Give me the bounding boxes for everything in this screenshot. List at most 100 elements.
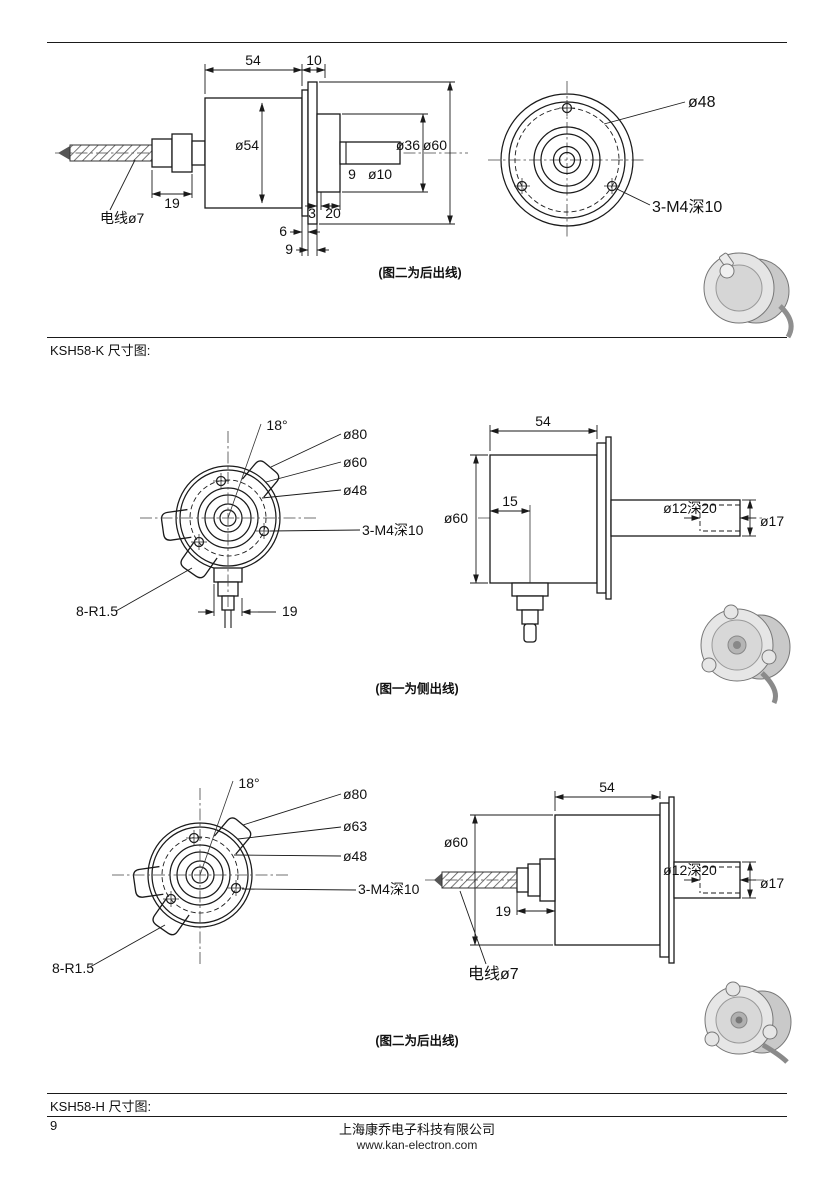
label-cable-dia7: 电线ø7 [100,210,145,226]
fig1-front-view [488,81,686,239]
dim-6: 6 [279,223,287,239]
dim-dia60-side: ø60 [444,510,468,526]
dim-dia60: ø60 [444,834,468,850]
dim-9: 9 [285,241,293,257]
dim-bore: ø12深20 [663,862,717,878]
top-rule [47,42,787,43]
dim-dia60: ø60 [343,454,367,470]
cable-gland-stub [516,867,529,893]
mounting-screw [163,891,179,907]
cable [441,871,518,889]
footer-divider-rule-1 [47,1093,787,1094]
mounting-screw [256,523,272,539]
dim-dia60: ø60 [423,137,447,153]
fig1-caption: (图二为后出线) [378,265,461,280]
label-cable-dia7: 电线ø7 [468,965,519,983]
cable-stub [523,623,537,643]
encoder-body [554,814,661,946]
dim-angle-18: 18° [238,775,259,791]
label-tab-radius: 8-R1.5 [76,603,118,619]
cable-gland-nut [516,595,544,611]
hollow-shaft [610,499,741,537]
mounting-screw [186,830,202,846]
fig3-front-view [89,780,357,968]
fig1-product-photo [703,252,794,339]
section-divider-rule [47,337,787,338]
boss [316,113,341,193]
cable-gland [527,863,541,897]
page-number: 9 [50,1118,58,1133]
cable-gland-stub [521,609,539,625]
dim-dia17: ø17 [760,513,784,529]
dim-step-9: 9 [348,166,356,182]
cable-tip [434,873,442,887]
fig1-dimension-lines [109,64,455,256]
dim-dia10: ø10 [368,166,392,182]
fig1-side-view [55,81,468,225]
fig3-caption: (图二为后出线) [375,1033,458,1048]
cable [69,144,153,162]
clamp-tab [241,460,280,498]
mounting-screw [604,178,620,194]
figure-1-rear-exit-drawing: 54 10 ø54 ø36 ø60 9 ø10 3 20 6 9 19 电线ø7 [55,52,794,339]
dim-dia80: ø80 [343,426,367,442]
mounting-screw [559,100,575,116]
dim-angle-18: 18° [266,417,287,433]
dim-19: 19 [282,603,298,619]
cable-tip [58,146,70,160]
cable-gland-stub [191,140,206,166]
flange-plate-2 [605,436,612,600]
footer-divider-rule-2 [47,1116,787,1117]
company-website: www.kan-electron.com [356,1138,478,1152]
dim-19: 19 [495,903,511,919]
mounting-screw [514,178,530,194]
mounting-screw [228,880,244,896]
dim-dia36: ø36 [396,137,420,153]
dim-54: 54 [599,779,615,795]
shaft [339,141,401,165]
mounting-screw [213,473,229,489]
dim-3: 3 [308,205,316,221]
section-label-ksh58-k: KSH58-K 尺寸图: [50,343,151,358]
figure-3-rear-exit-drawing: 18° ø80 ø63 ø48 3-M4深10 8-R1.5 [52,775,792,1064]
fig3-side-view [425,791,764,965]
flange-plate-1 [301,89,309,217]
fig2-side-view [470,425,764,643]
figure-2-side-exit-drawing: 18° ø80 ø60 ø48 3-M4深10 8-R1.5 19 [76,413,791,705]
label-tab-radius: 8-R1.5 [52,960,94,976]
dim-20: 20 [325,205,341,221]
dim-dia80: ø80 [343,786,367,802]
cable-gland [511,582,549,597]
cable-gland [151,138,173,168]
section-label-ksh58-h: KSH58-H 尺寸图: [50,1099,152,1114]
dim-dia54: ø54 [235,137,259,153]
dim-54: 54 [245,52,261,68]
cable-gland-nut [171,133,193,173]
encoder-body [204,97,303,209]
clamp-tab [152,898,190,936]
label-screw-spec: 3-M4深10 [358,881,420,897]
dim-10: 10 [306,52,322,68]
dim-bore: ø12深20 [663,500,717,516]
dim-19: 19 [164,195,180,211]
clamp-tab [213,817,252,855]
dim-dia48: ø48 [688,94,716,111]
dim-dia48: ø48 [343,482,367,498]
flange-plate-2 [307,81,318,225]
dim-dia48: ø48 [343,848,367,864]
label-screw-spec: 3-M4深10 [652,198,722,216]
flange-plate-1 [596,442,607,594]
cable-gland-nut [539,858,556,902]
flange-plate-2 [668,796,675,964]
dim-15: 15 [502,493,518,509]
fig2-product-photo [700,604,791,705]
company-name: 上海康乔电子科技有限公司 [338,1122,495,1137]
fig2-caption: (图一为侧出线) [375,681,458,696]
fig2-front-view [115,423,361,628]
fig3-product-photo [704,981,792,1064]
label-screw-spec: 3-M4深10 [362,522,424,538]
encoder-body [489,454,598,584]
mounting-screw [191,534,207,550]
flange-plate-1 [659,802,670,958]
